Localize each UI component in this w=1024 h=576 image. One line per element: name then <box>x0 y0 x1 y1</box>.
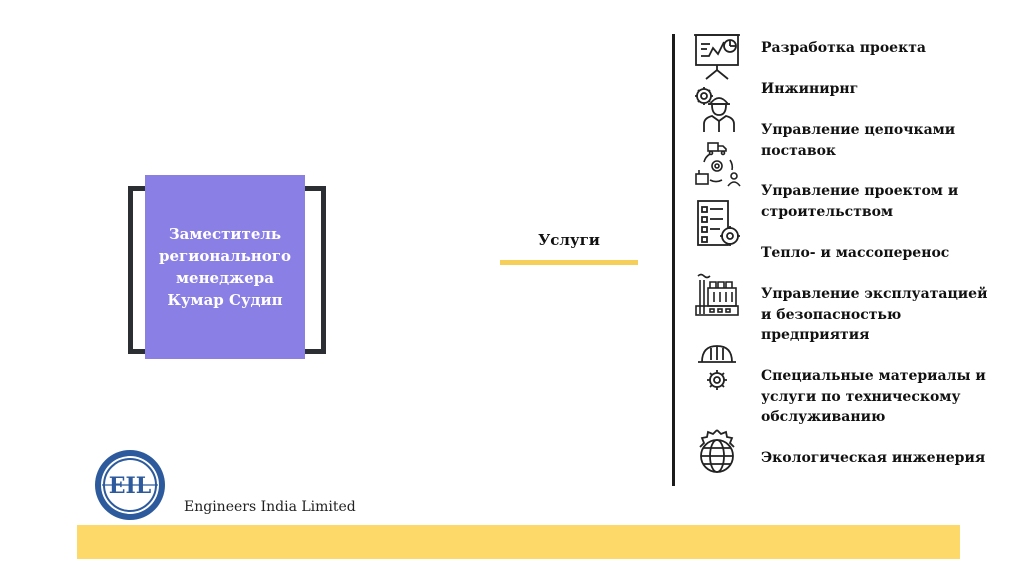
service-item-7: Специальные материалы и услуги по технич… <box>761 368 986 425</box>
service-item-2: Инжинирнг <box>761 81 859 97</box>
company-name: Engineers India Limited <box>184 499 356 515</box>
engineer-gear-icon <box>692 84 742 134</box>
checklist-gear-icon <box>692 198 742 248</box>
eil-logo: EIL <box>94 449 166 521</box>
services-title: Услуги <box>538 231 600 249</box>
service-item-8: Экологическая инженерия <box>761 450 986 466</box>
service-item-1: Разработка проекта <box>761 40 926 56</box>
footer-bar <box>77 525 960 559</box>
service-item-4: Управление проектом и строительством <box>761 183 959 220</box>
globe-gear-icon <box>692 426 742 476</box>
logo-text: EIL <box>109 473 152 499</box>
presentation-board-icon <box>692 32 742 82</box>
services-underline <box>500 260 638 265</box>
service-item-3: Управление цепочками поставок <box>761 122 956 159</box>
service-item-5: Тепло- и массоперенос <box>761 245 950 261</box>
profile-card: Заместитель регионального менеджера Кума… <box>145 175 305 359</box>
profile-name: Заместитель регионального менеджера Кума… <box>159 225 291 309</box>
factory-icon <box>692 268 742 318</box>
vertical-divider <box>672 34 675 486</box>
service-item-6: Управление эксплуатацией и безопасностью… <box>761 286 988 343</box>
hardhat-gear-icon <box>692 342 742 392</box>
supply-chain-icon <box>692 140 742 190</box>
